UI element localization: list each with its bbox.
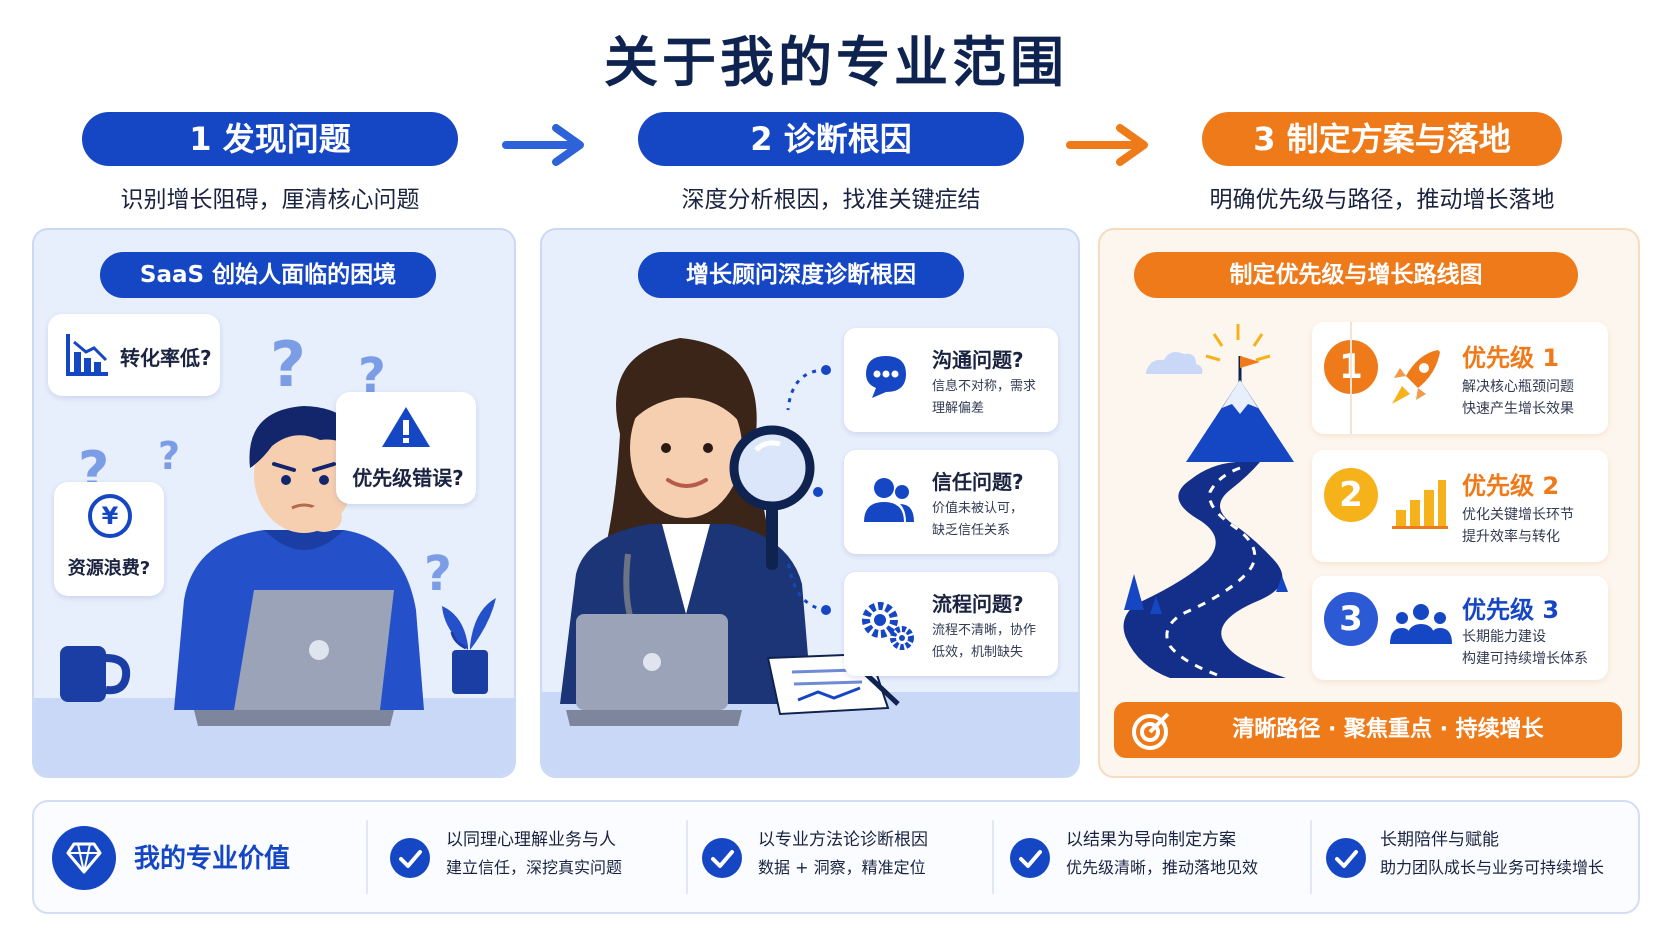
waste-bubble: ¥ 资源浪费? [54, 482, 164, 596]
card-title: 沟通问题? [932, 348, 1024, 372]
priority-desc: 快速产生增长效果 [1462, 401, 1574, 417]
divider [1350, 322, 1352, 434]
slogan-text: 清晰路径 · 聚焦重点 · 持续增长 [1232, 717, 1544, 742]
panel-title: 制定优先级与增长路线图 [1134, 252, 1578, 298]
priority-card-3: 3 优先级 3 长期能力建设 构建可持续增长体系 [1312, 576, 1608, 680]
chart-down-icon [66, 334, 108, 376]
panel-title: 增长顾问深度诊断根因 [638, 252, 964, 298]
card-desc: 缺乏信任关系 [932, 523, 1011, 538]
value-line-2: 建立信任，深挖真实问题 [446, 858, 623, 877]
step-1-pill: 1 发现问题 [82, 112, 458, 166]
conversion-label: 转化率低? [120, 346, 212, 370]
conversion-bubble: 转化率低? [48, 314, 220, 396]
team-icon [1390, 604, 1452, 644]
priority-number: 3 [1324, 592, 1378, 646]
arrow-right-icon [502, 124, 584, 166]
check-icon [390, 838, 430, 878]
priority-desc: 解决核心瓶颈问题 [1462, 379, 1574, 395]
priority-label: 优先级错误? [352, 466, 464, 490]
connector-lines [786, 365, 831, 615]
check-icon [1326, 838, 1366, 878]
divider [366, 820, 368, 894]
priority-title: 优先级 1 [1462, 344, 1560, 372]
check-icon [1010, 838, 1050, 878]
arrow-right-icon [1066, 124, 1148, 166]
value-line-1: 以同理心理解业务与人 [446, 830, 616, 850]
rocket-icon [1392, 350, 1440, 404]
priority-desc: 提升效率与转化 [1462, 529, 1560, 545]
step-3-pill: 3 制定方案与落地 [1202, 112, 1562, 166]
laptop-icon [194, 590, 394, 726]
users-icon [864, 478, 914, 522]
priority-card-2: 2 优先级 2 优化关键增长环节 提升效率与转化 [1312, 450, 1608, 562]
question-mark-icon: ? [424, 546, 452, 602]
value-line-2: 助力团队成长与业务可持续增长 [1380, 858, 1605, 877]
chat-bubble-icon [866, 356, 906, 398]
priority-desc: 优化关键增长环节 [1462, 507, 1574, 523]
diamond-icon [66, 842, 102, 874]
value-bar: 我的专业价值 以同理心理解业务与人 建立信任，深挖真实问题 以专业方法论诊断根因… [32, 800, 1640, 914]
trust-card: 信任问题? 价值未被认可， 缺乏信任关系 [844, 450, 1058, 554]
magnifier-icon [729, 425, 815, 570]
priority-number: 2 [1324, 468, 1378, 522]
card-desc: 流程不清晰，协作 [932, 623, 1037, 638]
question-mark-icon: ? [270, 328, 306, 401]
laptop-icon [566, 614, 742, 726]
card-desc: 低效，机制缺失 [932, 645, 1024, 660]
step-2-desc: 深度分析根因，找准关键症结 [681, 187, 981, 213]
check-icon [702, 838, 742, 878]
diagnosis-panel: 增长顾问深度诊断根因 [540, 228, 1080, 778]
question-mark-icon: ? [158, 434, 181, 478]
divider [686, 820, 688, 894]
value-line-1: 以结果为导向制定方案 [1066, 830, 1236, 850]
priority-desc: 长期能力建设 [1462, 629, 1546, 645]
card-title: 流程问题? [932, 592, 1024, 616]
card-desc: 理解偏差 [932, 401, 985, 416]
step-1-desc: 识别增长阻碍，厘清核心问题 [120, 187, 420, 213]
panel-title: SaaS 创始人面临的困境 [100, 252, 436, 298]
value-line-1: 长期陪伴与赋能 [1380, 830, 1499, 850]
divider [1310, 820, 1312, 894]
value-line-2: 优先级清晰，推动落地见效 [1066, 858, 1259, 877]
founder-panel: SaaS 创始人面临的困境 ? ? ? ? ? [32, 228, 516, 778]
gears-icon [862, 602, 914, 650]
diamond-badge [52, 826, 116, 890]
waste-label: 资源浪费? [67, 558, 151, 579]
priority-title: 优先级 2 [1462, 472, 1560, 500]
mountain-road-illustration [1123, 324, 1294, 678]
priority-card-1: 1 优先级 1 解决核心瓶颈问题 快速产生增长效果 [1312, 322, 1608, 434]
value-line-2: 数据 + 洞察，精准定位 [758, 858, 926, 877]
priority-desc: 构建可持续增长体系 [1462, 651, 1588, 667]
card-desc: 信息不对称，需求 [932, 379, 1037, 394]
page-title: 关于我的专业范围 [604, 31, 1068, 94]
target-icon [1132, 712, 1170, 750]
plant-icon [442, 598, 496, 694]
mug-icon [60, 646, 131, 702]
communication-card: 沟通问题? 信息不对称，需求 理解偏差 [844, 328, 1058, 432]
values-heading: 我的专业价值 [134, 844, 291, 874]
card-desc: 价值未被认可， [932, 501, 1024, 516]
warning-icon [382, 407, 430, 447]
yen-icon: ¥ [88, 494, 132, 538]
process-card: 流程问题? 流程不清晰，协作 低效，机制缺失 [844, 572, 1058, 676]
slogan-bar: 清晰路径 · 聚焦重点 · 持续增长 [1114, 702, 1622, 758]
step-2-pill: 2 诊断根因 [638, 112, 1024, 166]
card-title: 信任问题? [932, 470, 1024, 494]
priority-bubble: 优先级错误? [336, 392, 476, 504]
priority-title: 优先级 3 [1462, 596, 1560, 624]
step-3-desc: 明确优先级与路径，推动增长落地 [1209, 187, 1555, 213]
bar-chart-icon [1392, 480, 1448, 529]
value-line-1: 以专业方法论诊断根因 [758, 830, 928, 850]
divider [992, 820, 994, 894]
roadmap-panel: 制定优先级与增长路线图 1 优先级 1 解决核心瓶颈问题 快速产生增长效果 [1098, 228, 1640, 778]
